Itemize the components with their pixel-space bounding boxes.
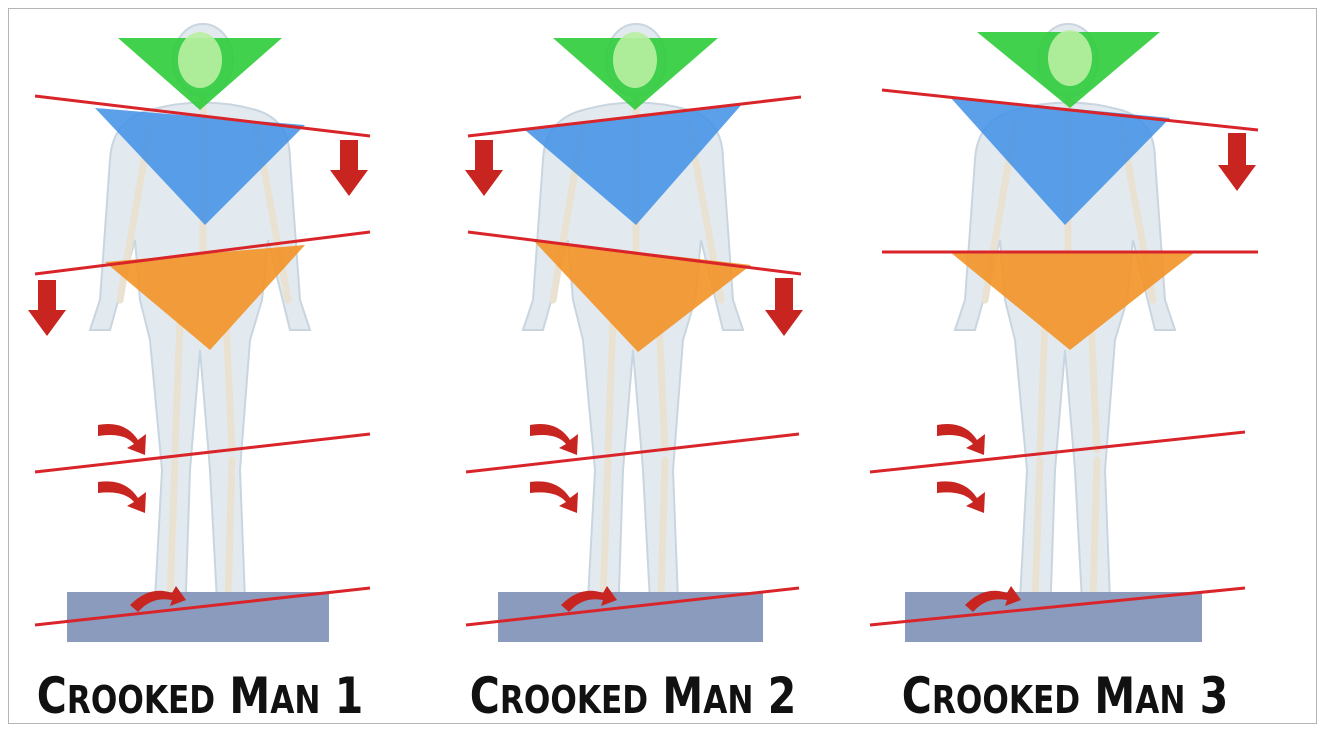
arrow-down-icon [465,140,503,196]
curved-arrow-icon [530,481,578,513]
arrow-down-icon [1218,133,1256,191]
crooked-man-1-panel: Crooked Man 1 [0,0,400,731]
caption-crooked-man-3: Crooked Man 3 [901,668,1229,728]
arrow-down-icon [330,140,368,196]
curved-arrow-icon [937,481,985,513]
curved-arrow-icon [98,481,146,513]
caption-crooked-man-1: Crooked Man 1 [36,668,364,728]
crooked-man-1-diagram [0,0,400,660]
knee-line [35,434,370,472]
crooked-man-3-panel: Crooked Man 3 [865,0,1265,731]
skull-icon [178,32,222,88]
crooked-man-2-panel: Crooked Man 2 [433,0,833,731]
curved-arrow-icon [937,424,985,455]
crooked-man-3-diagram [865,0,1265,660]
arrow-down-icon [28,280,66,336]
curved-arrow-icon [98,424,146,455]
crooked-man-2-diagram [433,0,833,660]
arrow-down-icon [765,278,803,336]
skull-icon [1048,30,1092,86]
caption-crooked-man-2: Crooked Man 2 [469,668,797,728]
curved-arrow-icon [530,424,578,455]
skull-icon [613,32,657,88]
knee-line [466,434,799,472]
